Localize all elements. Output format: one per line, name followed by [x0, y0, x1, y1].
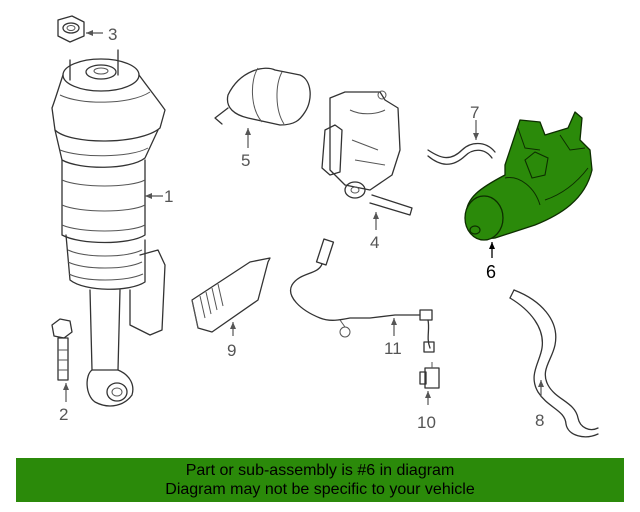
part-5-reservoir[interactable]: [214, 67, 311, 126]
callout-5: 5: [241, 151, 250, 170]
part-9-control-module[interactable]: [191, 257, 271, 333]
callout-8: 8: [535, 411, 544, 430]
callout-1: 1: [164, 187, 173, 206]
part-3-nut[interactable]: [57, 15, 85, 43]
callout-3: 3: [108, 25, 117, 44]
part-8-hose[interactable]: [509, 289, 599, 438]
banner-line-1: Part or sub-assembly is #6 in diagram: [185, 462, 455, 479]
callout-2: 2: [59, 405, 68, 424]
part-2-bolt[interactable]: [51, 318, 73, 381]
callout-11: 11: [384, 339, 402, 358]
parts-diagram: 3 1 2: [51, 15, 599, 438]
part-1-air-strut[interactable]: [51, 49, 166, 407]
part-6-compressor[interactable]: [464, 111, 593, 241]
info-banner: Part or sub-assembly is #6 in diagram Di…: [16, 458, 624, 502]
banner-line-2: Diagram may not be specific to your vehi…: [165, 481, 475, 498]
part-7-hose[interactable]: [427, 142, 496, 165]
part-11-harness[interactable]: [290, 238, 435, 353]
callout-6: 6: [486, 262, 496, 282]
part-10-sensor[interactable]: [419, 362, 440, 389]
callout-4: 4: [370, 233, 379, 252]
callout-10: 10: [417, 413, 436, 432]
part-4-valve-block[interactable]: [321, 90, 413, 216]
callout-7: 7: [470, 103, 479, 122]
callout-9: 9: [227, 341, 236, 360]
